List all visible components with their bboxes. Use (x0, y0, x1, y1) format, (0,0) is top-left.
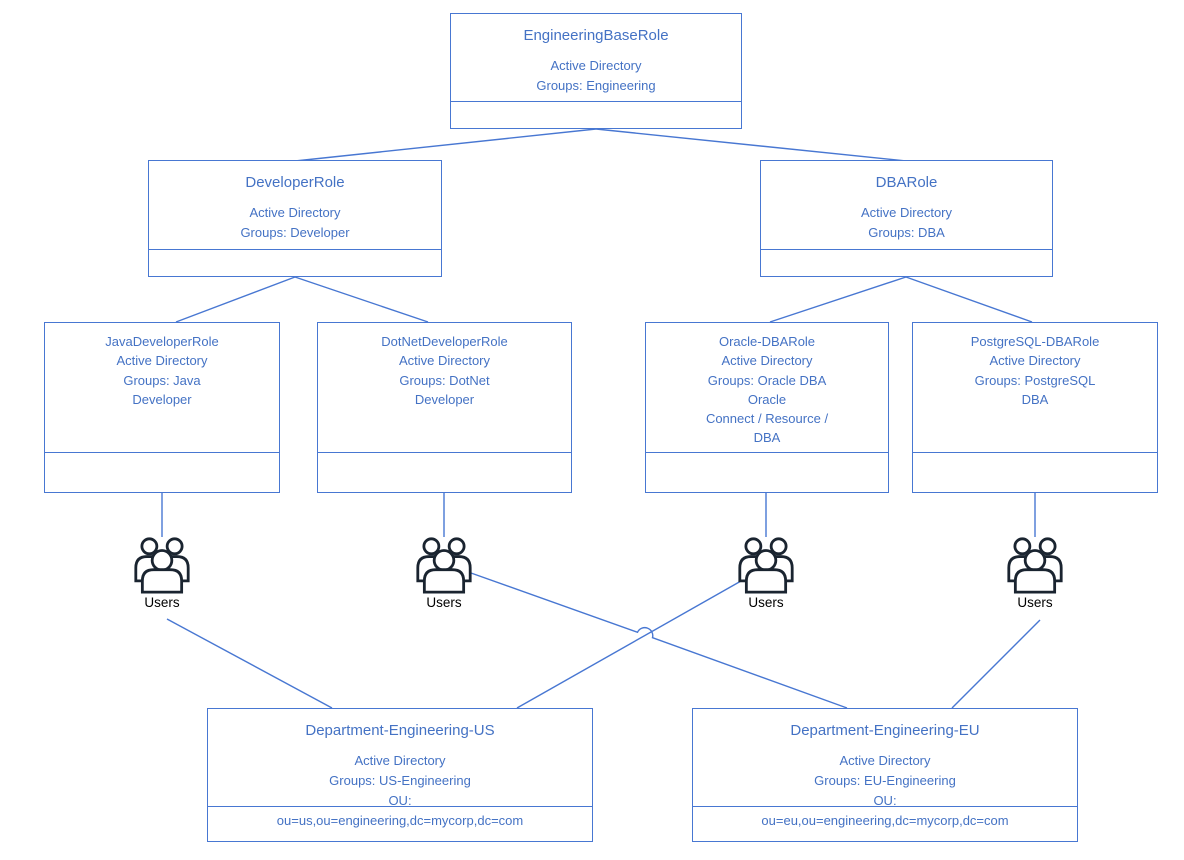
edge-dba-oracle (769, 276, 907, 323)
node-attr-line: DBA (753, 430, 781, 446)
node-title: EngineeringBaseRole (523, 27, 669, 44)
node-title: JavaDeveloperRole (105, 334, 219, 349)
node-attr-line: Active Directory (398, 353, 491, 369)
edge-developer-dotnet (294, 276, 429, 323)
node-empty-compartment (646, 452, 888, 492)
node-engineeringbaserole-body: EngineeringBaseRole Active Directory Gro… (451, 14, 741, 101)
node-dotnetdeveloperrole: DotNetDeveloperRole Active Directory Gro… (317, 322, 572, 493)
node-title: PostgreSQL-DBARole (970, 334, 1100, 349)
node-empty-compartment (913, 452, 1157, 492)
node-attr-line: Groups: Developer (240, 225, 350, 240)
node-department-us-body: Department-Engineering-US Active Directo… (208, 709, 592, 808)
node-title: Department-Engineering-EU (790, 722, 980, 739)
node-attr-line: Developer (414, 391, 475, 407)
users-icon (416, 537, 472, 594)
users-label: Users (144, 595, 180, 610)
edge-engineeringbase-developer (294, 128, 597, 162)
node-attr-line: Active Directory (249, 205, 341, 220)
node-empty-compartment (318, 452, 571, 492)
edge-dba-postgresql (905, 276, 1033, 323)
node-attr-line: OU: (873, 793, 897, 808)
users-group-postgresql: Users (1005, 536, 1065, 611)
users-group-oracle: Users (736, 536, 796, 611)
users-label: Users (426, 595, 462, 610)
edge-users4-dept-eu (951, 619, 1041, 709)
node-attr-line: DBA (1021, 391, 1049, 407)
node-developerrole-body: DeveloperRole Active Directory Groups: D… (149, 161, 441, 249)
node-dbarole: DBARole Active Directory Groups: DBA (760, 160, 1053, 277)
node-attr-line: Active Directory (989, 353, 1081, 369)
users-icon (1007, 537, 1063, 594)
edge-users2-dept-eu (470, 572, 848, 709)
node-attr-line: Groups: PostgreSQL (974, 372, 1096, 388)
node-oracle-dbarole: Oracle-DBARole Active Directory Groups: … (645, 322, 889, 493)
node-ou-value: ou=us,ou=engineering,dc=mycorp,dc=com (208, 806, 592, 841)
node-attr-line: Active Directory (550, 58, 642, 73)
edge-engineeringbase-dba (595, 128, 907, 162)
node-ou-value: ou=eu,ou=engineering,dc=mycorp,dc=com (693, 806, 1077, 841)
node-empty-compartment (45, 452, 279, 492)
node-attr-line: Connect / Resource / (705, 411, 829, 427)
node-oracle-dbarole-body: Oracle-DBARole Active Directory Groups: … (646, 323, 888, 452)
node-attr-line: Groups: DotNet (399, 372, 490, 388)
edge-users3-dept-us (516, 580, 742, 709)
node-attr-line: Active Directory (354, 753, 446, 768)
node-empty-compartment (451, 101, 741, 128)
node-empty-compartment (149, 249, 441, 276)
node-attr-line: Groups: EU-Engineering (814, 773, 956, 788)
node-attr-line: Groups: Oracle DBA (707, 372, 827, 388)
node-department-engineering-us: Department-Engineering-US Active Directo… (207, 708, 593, 842)
users-group-java: Users (132, 536, 192, 611)
users-group-dotnet: Users (414, 536, 474, 611)
node-title: DBARole (875, 174, 938, 191)
users-label: Users (748, 595, 784, 610)
node-attr-line: Active Directory (116, 353, 208, 369)
edge-developer-java (175, 276, 296, 323)
node-javadeveloperrole: JavaDeveloperRole Active Directory Group… (44, 322, 280, 493)
node-department-eu-body: Department-Engineering-EU Active Directo… (693, 709, 1077, 808)
node-attr-line: Oracle (747, 391, 787, 407)
node-title: DeveloperRole (245, 174, 345, 191)
node-department-engineering-eu: Department-Engineering-EU Active Directo… (692, 708, 1078, 842)
node-title: Oracle-DBARole (718, 334, 816, 349)
node-dbarole-body: DBARole Active Directory Groups: DBA (761, 161, 1052, 249)
node-empty-compartment (761, 249, 1052, 276)
node-attr-line: OU: (388, 793, 412, 808)
node-title: DotNetDeveloperRole (381, 334, 508, 349)
node-developerrole: DeveloperRole Active Directory Groups: D… (148, 160, 442, 277)
users-label: Users (1017, 595, 1053, 610)
node-javadeveloperrole-body: JavaDeveloperRole Active Directory Group… (45, 323, 279, 452)
node-attr-line: Active Directory (860, 205, 953, 220)
node-title: Department-Engineering-US (305, 722, 495, 739)
users-icon (738, 537, 794, 594)
node-attr-line: Active Directory (721, 353, 813, 369)
node-postgresql-dbarole: PostgreSQL-DBARole Active Directory Grou… (912, 322, 1158, 493)
users-icon (134, 537, 190, 594)
node-attr-line: Developer (132, 391, 192, 407)
edge-users1-dept-us (166, 618, 333, 709)
node-attr-line: Groups: Engineering (536, 78, 656, 93)
node-attr-line: Groups: Java (123, 372, 201, 388)
node-engineeringbaserole: EngineeringBaseRole Active Directory Gro… (450, 13, 742, 129)
node-attr-line: Active Directory (839, 753, 931, 768)
node-dotnetdeveloperrole-body: DotNetDeveloperRole Active Directory Gro… (318, 323, 571, 452)
node-postgresql-dbarole-body: PostgreSQL-DBARole Active Directory Grou… (913, 323, 1157, 452)
node-attr-line: Groups: US-Engineering (329, 773, 471, 788)
node-attr-line: Groups: DBA (868, 225, 945, 240)
